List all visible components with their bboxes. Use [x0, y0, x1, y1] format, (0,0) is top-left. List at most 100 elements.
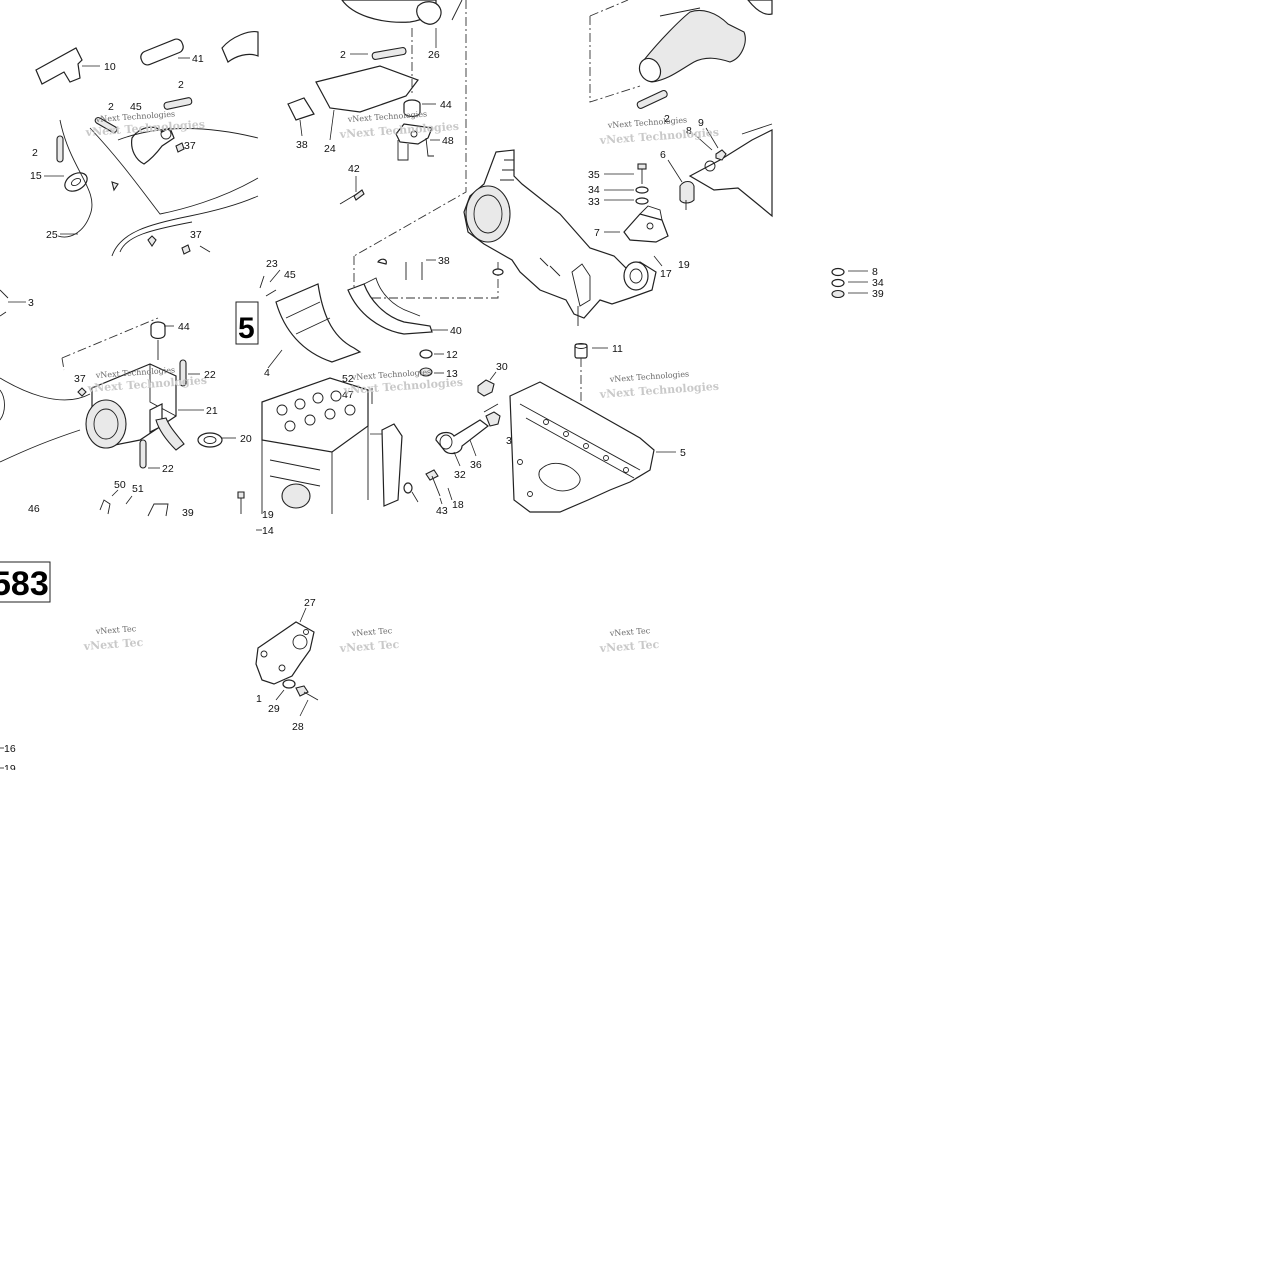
callout-3: 3 [506, 435, 512, 447]
callout-12: 12 [446, 349, 458, 361]
part-bracket-27 [255, 607, 315, 685]
callout-25: 25 [46, 229, 58, 241]
callout-27: 27 [304, 597, 316, 609]
callout-48: 48 [442, 135, 454, 147]
callout-17: 17 [660, 268, 672, 280]
tile-engine-center: 5 [235, 255, 463, 514]
callout-2: 2 [340, 49, 346, 61]
callout-6: 6 [660, 149, 666, 161]
callout-37: 37 [184, 140, 196, 152]
callouts-tile-5: 23 45 38 4 40 12 52 13 47 1 [264, 255, 462, 441]
callout-24: 24 [324, 143, 336, 155]
callout-20: 20 [240, 433, 252, 445]
callout-3: 3 [28, 297, 34, 309]
part-heat-shield-10 [35, 47, 100, 85]
part-grommet-15 [44, 172, 88, 192]
watermark-shadow: vNext Tec [598, 638, 660, 655]
callout-21: 21 [206, 405, 218, 417]
callout-8: 8 [686, 125, 692, 137]
callout-43: 43 [436, 505, 448, 517]
callout-37: 37 [190, 229, 202, 241]
callout-14: 14 [262, 525, 274, 537]
part-mount-plate-7 [604, 205, 669, 243]
callout-2: 2 [108, 101, 114, 113]
part-washer-bolt-29-28 [275, 679, 319, 717]
part-motor-mounts [667, 123, 773, 218]
part-rubber-mount-44 [403, 28, 436, 118]
part-nut-30 [477, 371, 497, 397]
part-studs-14-19 [237, 491, 245, 514]
callout-22: 22 [204, 369, 216, 381]
callout-32: 32 [454, 469, 466, 481]
border-dashed-center [353, 0, 467, 257]
part-bracket-48 [395, 123, 440, 161]
part-spring-23-45 [259, 269, 281, 297]
callout-44: 44 [178, 321, 190, 333]
engine-code-box-partial [235, 301, 259, 345]
part-damper-32-36 [435, 403, 501, 467]
callout-5: 5 [680, 447, 686, 459]
tile-shield-top-middle: 2 26 44 48 38 24 42 vNext Technologies v… [287, 0, 467, 257]
callout-51: 51 [132, 483, 144, 495]
callout-4: 4 [264, 367, 270, 379]
part-rubber-mount-44 [150, 321, 174, 360]
callout-39: 39 [872, 288, 884, 300]
callout-30: 30 [496, 361, 508, 373]
callout-18: 18 [452, 499, 464, 511]
callout-33: 33 [588, 196, 600, 208]
part-muffler-21 [77, 363, 204, 451]
watermark: vNext Tec [95, 624, 137, 636]
callouts-tile-3: 2 9 8 6 35 34 33 7 [588, 113, 704, 239]
part-bolt-washers-35-34-33 [604, 163, 649, 205]
callouts-tile-6: 30 11 3 36 32 43 18 5 [436, 343, 686, 517]
callout-44: 44 [440, 99, 452, 111]
engine-code: 583 [0, 565, 49, 603]
part-cradle-5 [509, 381, 676, 513]
watermark-shadow: vNext Tec [338, 638, 400, 655]
callout-47: 47 [342, 389, 354, 401]
tile-cradle-middle-right: 30 11 3 36 32 43 18 5 vNext Technologies… [381, 343, 719, 517]
watermark: vNext Tec [609, 626, 651, 638]
tile-cutoff-mask [0, 770, 40, 780]
callout-19: 19 [4, 763, 16, 775]
watermark: vNext Tec [351, 626, 393, 638]
part-washer-stack-8-34-39: 8 34 39 [831, 266, 884, 300]
callout-38: 38 [296, 139, 308, 151]
part-gasket-20 [197, 432, 236, 448]
callout-15: 15 [30, 170, 42, 182]
callout-46: 46 [28, 503, 40, 515]
tile-muffler-middle-left: 3 44 37 22 21 20 22 50 51 46 39 vNext Te… [0, 289, 252, 519]
callout-23: 23 [266, 258, 278, 270]
part-bottom-parts-50-51-39 [99, 489, 169, 517]
callout-9: 9 [698, 117, 704, 129]
callout-52: 52 [342, 373, 354, 385]
callouts-tile-1: 10 41 2 45 2 37 2 15 25 37 [30, 53, 204, 241]
part-y-pipe [638, 0, 773, 83]
part-bracket-bolts-43-18 [381, 423, 453, 507]
part-tailpipe-26 [341, 0, 463, 48]
callout-29: 29 [268, 703, 280, 715]
part-spring-2 [636, 89, 668, 109]
callouts-below-engine: 19 14 [256, 509, 274, 537]
part-washers-12-13 [419, 349, 444, 377]
callout-34: 34 [588, 184, 600, 196]
callout-45: 45 [130, 101, 142, 113]
callout-2: 2 [178, 79, 184, 91]
callout-34: 34 [872, 277, 884, 289]
part-springs-2 [56, 97, 193, 163]
callout-26: 26 [428, 49, 440, 61]
part-pipe-edge [221, 31, 259, 63]
callout-50: 50 [114, 479, 126, 491]
engine-code-partial: 5 [238, 312, 255, 345]
callout-39: 39 [182, 507, 194, 519]
callout-8: 8 [872, 266, 878, 278]
callouts-tile-4: 3 44 37 22 21 20 22 50 51 46 39 [28, 297, 252, 519]
callouts-tile-2: 2 26 44 48 38 24 42 [296, 49, 454, 175]
callout-19: 19 [262, 509, 274, 521]
callout-10: 10 [104, 61, 116, 73]
callout-7: 7 [594, 227, 600, 239]
watermark-shadow: vNext Tec [82, 636, 144, 653]
part-spring-2 [350, 47, 407, 60]
callout-2: 2 [32, 147, 38, 159]
